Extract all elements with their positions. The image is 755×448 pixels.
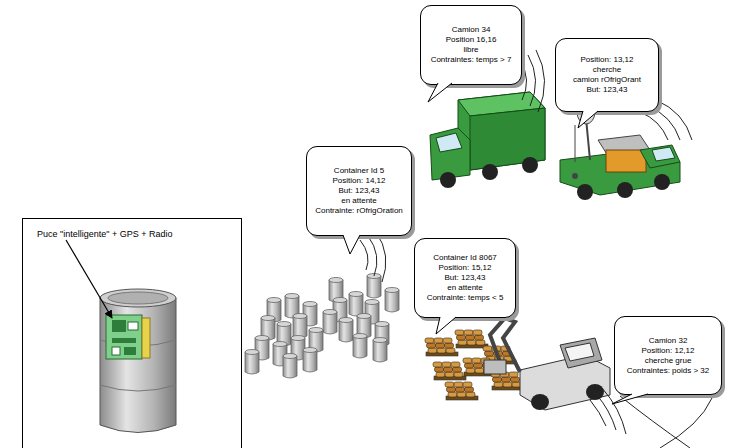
bubble-line: Position: 15,12 [439, 263, 492, 273]
crane-vehicle [484, 318, 610, 410]
speech-bubble: Container Id 5Position: 14,12But: 123,43… [306, 146, 412, 236]
radio-truck [560, 100, 680, 200]
bubble-line: Contrainte: rOfrigOration [315, 206, 403, 216]
bubble-line: libre [463, 45, 478, 55]
bubble-line: cherche [593, 65, 621, 75]
speech-bubble: Position: 13,12cherchecamion rOfrigOrant… [555, 38, 659, 112]
bubble-line: Camion 32 [649, 336, 688, 346]
speech-bubble: Camion 34Position 16,16libreContraintes:… [420, 5, 522, 85]
bubble-line: en attente [447, 283, 483, 293]
bubble-line: Contraintes: temps > 7 [431, 55, 512, 65]
barrel-cluster [245, 274, 399, 379]
bubble-line: But: 123,43 [587, 85, 628, 95]
speech-bubble: Container Id 8067Position: 15,12But: 123… [414, 238, 516, 318]
bubble-line: Contraintes: poids > 32 [627, 366, 710, 376]
bubble-line: cherche grue [645, 356, 692, 366]
bubble-line: But: 123,43 [339, 186, 380, 196]
bubble-line: Container Id 8067 [433, 253, 497, 263]
sack-pallets [425, 330, 524, 400]
bubble-line: Container Id 5 [334, 166, 384, 176]
bubble-line: But: 123,43 [445, 273, 486, 283]
bubble-line: Contrainte: temps < 5 [427, 293, 504, 303]
green-truck [430, 92, 545, 188]
device-frame: Puce "intelligente" + GPS + Radio [22, 218, 242, 448]
speech-bubble: Camion 32Position: 12,12cherche grueCont… [614, 316, 722, 395]
frame-label: Puce "intelligente" + GPS + Radio [37, 229, 227, 240]
bubble-line: Position 16,16 [446, 35, 497, 45]
bubble-line: Position: 12,12 [642, 346, 695, 356]
bubble-line: Position: 13,12 [581, 55, 634, 65]
barrel-with-chip [66, 240, 176, 433]
bubble-line: Position: 14,12 [333, 176, 386, 186]
bubble-line: en attente [341, 196, 377, 206]
bubble-line: Camion 34 [452, 25, 491, 35]
bubble-line: camion rOfrigOrant [573, 75, 641, 85]
